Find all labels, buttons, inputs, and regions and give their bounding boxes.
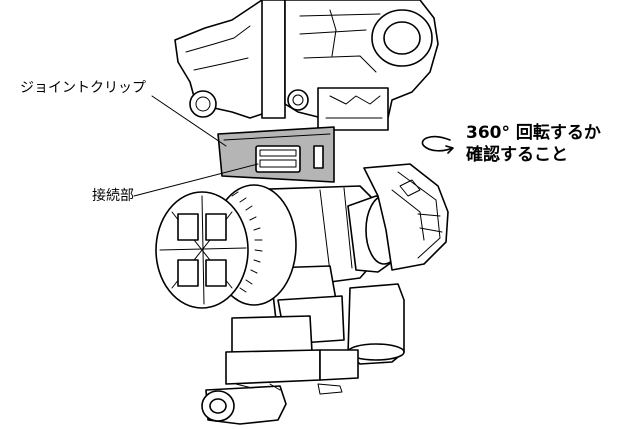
joint-clip-leader: [151, 95, 227, 147]
connection-slot: [255, 145, 301, 173]
leader-lines: [133, 95, 259, 197]
instruction-line-2: 確認すること: [466, 144, 568, 165]
connection-label: 接続部: [92, 187, 134, 204]
joint-clip: [217, 126, 335, 183]
rotation-arrow-icon: [421, 135, 454, 154]
instruction-line-1: 360° 回転するか: [466, 122, 601, 143]
right-connector: [347, 163, 449, 273]
front-knob: [155, 184, 297, 309]
connection-leader: [133, 163, 259, 197]
upper-mechanism: [174, 0, 439, 131]
joint-clip-label: ジョイントクリップ: [20, 80, 146, 96]
